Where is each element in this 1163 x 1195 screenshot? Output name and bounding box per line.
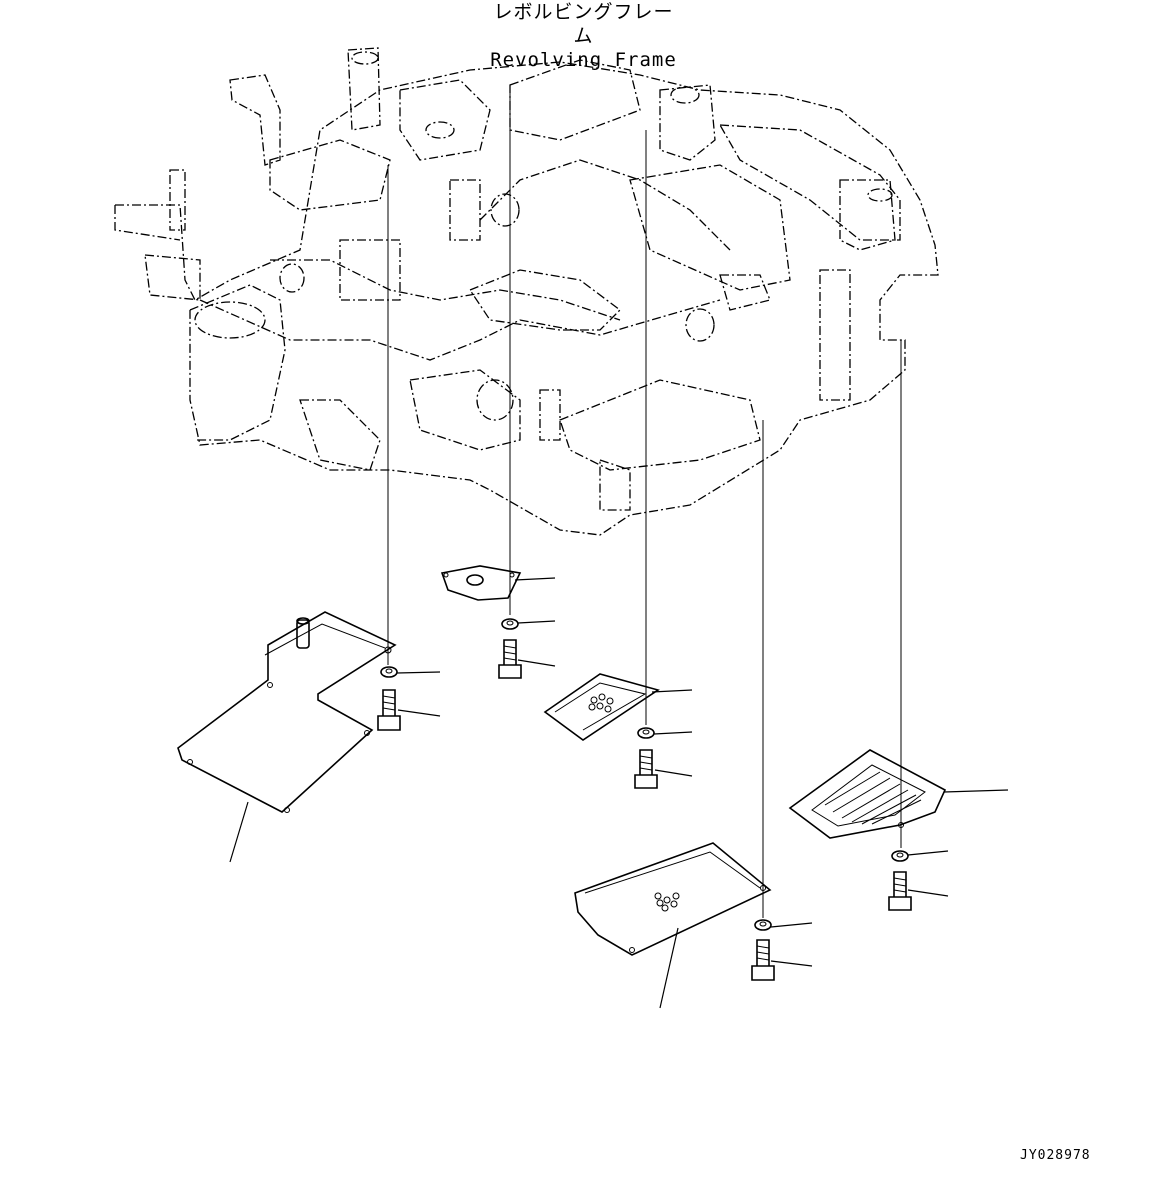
title-english: Revolving Frame [490, 49, 677, 71]
center-plate [543, 673, 660, 741]
drawing-code: JY028978 [1020, 1148, 1091, 1163]
left-undercover [177, 611, 397, 813]
leader-lines [229, 577, 1009, 1009]
flange-plate [440, 565, 522, 601]
title-japanese: レボルビングフレーム [493, 1, 674, 47]
title-block: レボルビングフレーム Revolving Frame [486, 0, 681, 72]
bolts [377, 639, 912, 981]
washers [380, 618, 909, 931]
revolving-frame [114, 47, 939, 536]
center-lines [387, 85, 902, 918]
lower-center-cover [574, 842, 772, 956]
grated-cover [788, 749, 947, 839]
